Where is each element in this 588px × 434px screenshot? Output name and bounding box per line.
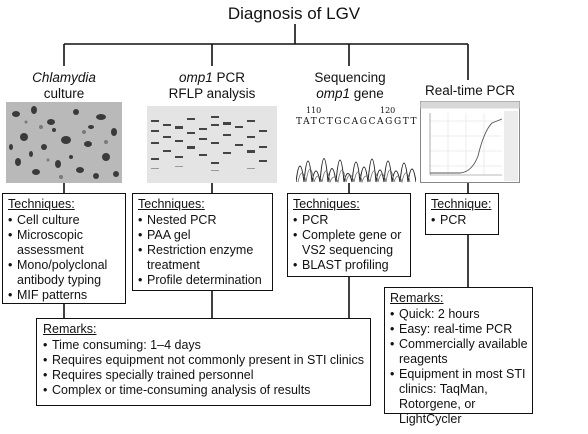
amplification-curve-image — [420, 101, 520, 183]
list-item: MIF patterns — [8, 288, 121, 303]
list-item: Cell culture — [8, 213, 121, 228]
diagram-title: Diagnosis of LGV — [227, 4, 361, 23]
heading-line: Chlamydia — [32, 70, 96, 85]
remarks-box-realtime: Remarks: Quick: 2 hours Easy: real-time … — [384, 287, 533, 426]
list-item: Time consuming: 1–4 days — [43, 338, 366, 353]
heading-sequencing: Sequencing omp1 gene — [290, 70, 410, 102]
list-item: PCR — [431, 213, 494, 228]
chromatogram-sequence: TATCTGCAGCAGGTT — [296, 117, 419, 127]
box-title: Technique: — [431, 197, 492, 211]
list-item: Requires specially trained personnel — [43, 368, 366, 383]
heading-line: culture — [43, 86, 85, 101]
techniques-box-culture: Techniques: Cell culture Microscopic ass… — [2, 193, 126, 304]
techniques-box-rflp: Techniques: Nested PCR PAA gel Restricti… — [132, 193, 273, 291]
remarks-box-main: Remarks: Time consuming: 1–4 days Requir… — [36, 318, 371, 406]
box-title: Techniques: — [8, 197, 75, 211]
position-label-left: 110 — [306, 106, 322, 115]
heading-line: omp1 PCR — [178, 70, 246, 85]
heading-line: Real-time PCR — [424, 83, 516, 98]
sequencing-chromatogram-image — [296, 130, 416, 183]
list-item: Complete gene or VS2 sequencing — [293, 228, 406, 258]
techniques-box-sequencing: Techniques: PCR Complete gene or VS2 seq… — [287, 193, 411, 277]
box-title: Remarks: — [43, 322, 97, 336]
box-title: Remarks: — [390, 291, 444, 305]
heading-realtime: Real-time PCR — [412, 83, 528, 99]
list-item: Commercially available reagents — [390, 337, 528, 367]
culture-micrograph-image — [6, 102, 122, 183]
heading-rflp: omp1 PCR RFLP analysis — [145, 70, 279, 102]
list-item: Quick: 2 hours — [390, 307, 528, 322]
list-item: PCR — [293, 213, 406, 228]
list-item: BLAST profiling — [293, 258, 406, 273]
list-item: PAA gel — [138, 228, 268, 243]
list-item: Equipment in most STI clinics: TaqMan, R… — [390, 367, 528, 427]
list-item: Microscopic assessment — [8, 228, 121, 258]
box-title: Techniques: — [293, 197, 360, 211]
heading-line: omp1 gene — [316, 86, 384, 101]
list-item: Easy: real-time PCR — [390, 322, 528, 337]
position-label-right: 120 — [380, 106, 396, 115]
heading-culture: Chlamydia culture — [2, 70, 126, 102]
list-item: Complex or time-consuming analysis of re… — [43, 383, 366, 398]
technique-box-realtime: Technique: PCR — [425, 193, 499, 235]
list-item: Nested PCR — [138, 213, 268, 228]
list-item: Requires equipment not commonly present … — [43, 353, 366, 368]
heading-line: Sequencing — [314, 70, 386, 85]
list-item: Restriction enzyme treatment — [138, 243, 268, 273]
list-item: Profile determination — [138, 273, 268, 288]
heading-line: RFLP analysis — [168, 86, 256, 101]
list-item: Mono/polyclonal antibody typing — [8, 258, 121, 288]
box-title: Techniques: — [138, 197, 205, 211]
gel-electrophoresis-image — [147, 106, 277, 183]
